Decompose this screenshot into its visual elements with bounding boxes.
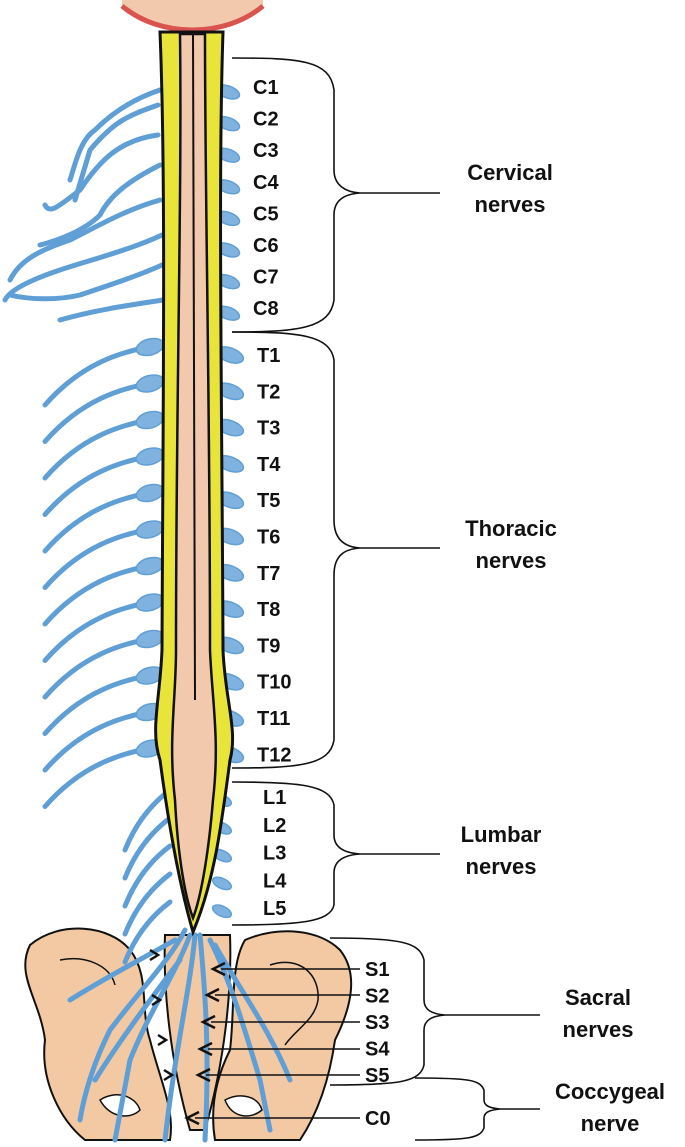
lumbar-segment-label: L4: [263, 870, 287, 892]
dorsal-root-ganglion: [135, 483, 165, 503]
sacral-arrows: [149, 948, 226, 1126]
coccygeal-group-label-line2: nerve: [581, 1111, 640, 1136]
thoracic-segment-label: T11: [257, 708, 290, 730]
cervical-nerve-branch: [7, 262, 165, 302]
lumbar-segment-label: L1: [263, 787, 286, 809]
sacral-foramen-arrow-left: [151, 993, 163, 1007]
cervical-nerve-branch: [42, 132, 161, 212]
lumbar-nerve-branch: [122, 871, 173, 937]
thoracic-group-label-line1: Thoracic: [465, 516, 557, 541]
lumbar-nerve-branch: [122, 843, 173, 909]
thoracic-segment-label: T12: [257, 744, 291, 766]
thoracic-segment-label: T2: [257, 381, 280, 403]
acetabulum-right: [224, 1095, 263, 1117]
sacral-nerve-branch: [77, 927, 188, 1123]
dorsal-root-ganglion: [135, 520, 165, 539]
thoracic-segment-label: T6: [257, 527, 280, 549]
left-spinal-nerve-branches: [2, 87, 173, 965]
cervical-nerve-branch: [7, 197, 163, 283]
sacral-foramen-arrow: [184, 1110, 200, 1126]
dorsal-root-ganglion: [135, 447, 165, 466]
thoracic-segment-label: T3: [257, 418, 280, 440]
sacral-brace: [329, 937, 540, 1086]
sacral-foramen-arrow: [204, 987, 220, 1003]
thoracic-segment-label: T5: [257, 490, 280, 512]
segment-labels: C1C2C3C4C5C6C7C8T1T2T3T4T5T6T7T8T9T10T11…: [253, 77, 391, 1130]
pelvis: [24, 927, 353, 1141]
cervical-group-label-line1: Cervical: [467, 160, 553, 185]
thoracic-segment-label: T9: [257, 635, 280, 657]
dorsal-root-ganglion: [135, 410, 165, 430]
cervical-segment-label: C7: [253, 267, 279, 289]
sacral-foramen-arrow-left: [157, 1033, 169, 1047]
cervical-nerve-branch: [37, 162, 163, 248]
left-iliac-bone: [24, 927, 172, 1141]
cervical-nerve-branch: [2, 232, 165, 303]
cervical-segment-label: C5: [253, 203, 279, 225]
thoracic-segment-label: T7: [257, 563, 280, 585]
left-iliac-inner-curve: [59, 958, 116, 986]
sacral-segment-label: S2: [365, 986, 389, 1008]
lumbar-nerve-stub: [211, 904, 233, 919]
sacral-foramen-arrow: [200, 1014, 216, 1030]
coccygeal-group-label-line1: Coccygeal: [555, 1079, 665, 1104]
thoracic-segment-label: T4: [257, 454, 281, 476]
thoracic-group-label-line2: nerves: [476, 548, 547, 573]
right-iliac-inner-curve: [269, 961, 319, 1046]
cervical-segment-label: C2: [253, 109, 279, 131]
brainstem-cap: [122, 0, 263, 30]
sacral-nerve-branch: [207, 937, 273, 1133]
coccygeal-brace: [414, 1077, 540, 1141]
cervical-group-label-line2: nerves: [475, 192, 546, 217]
sacral-segment-label: S4: [365, 1039, 390, 1061]
lumbar-segment-label: L5: [263, 898, 286, 920]
cervical-brace: [231, 57, 440, 333]
sacral-nerve-branch: [162, 932, 198, 1143]
thoracic-segment-label: T8: [257, 599, 280, 621]
lumbar-nerve-stub: [211, 876, 233, 891]
sacral-foramen-arrow-left: [163, 1068, 175, 1082]
lumbar-segment-label: L3: [263, 843, 286, 865]
sacral-foramen-arrow: [197, 1041, 213, 1057]
brainstem-edge: [120, 4, 265, 33]
cervical-nerve-branch: [67, 87, 163, 183]
cervical-segment-label: C3: [253, 140, 279, 162]
cervical-nerve-branch: [57, 297, 166, 323]
lumbar-nerve-branch: [122, 815, 173, 881]
lumbar-nerve-branch: [122, 899, 173, 965]
thoracic-brace: [231, 331, 440, 769]
coccygeal-segment-label: C0: [365, 1108, 391, 1130]
dorsal-root-ganglion: [135, 337, 165, 357]
sacral-nerve-branch: [92, 957, 183, 1083]
sacral-group-label-line1: Sacral: [565, 985, 631, 1010]
lumbar-segment-label: L2: [263, 815, 286, 837]
lumbar-group-label-line2: nerves: [466, 854, 537, 879]
thoracic-segment-label: T1: [257, 345, 280, 367]
thoracic-segment-label: T10: [257, 672, 291, 694]
sacral-nerve-branch: [67, 937, 178, 1003]
sacral-foramen-arrow: [195, 1067, 211, 1083]
cervical-segment-label: C8: [253, 298, 279, 320]
lumbar-group-label-line1: Lumbar: [461, 822, 542, 847]
sacral-leader-lines: [195, 968, 360, 1119]
cervical-segment-label: C4: [253, 172, 279, 194]
cervical-nerve-branch: [72, 102, 161, 203]
sacral-foramen-arrow: [210, 961, 226, 977]
sacral-segment-label: S3: [365, 1012, 389, 1034]
lumbar-brace: [231, 781, 440, 926]
sacral-group-label-line2: nerves: [563, 1017, 634, 1042]
sacral-foramen-arrow-left: [149, 948, 161, 962]
cervical-segment-label: C6: [253, 235, 279, 257]
cervical-segment-label: C1: [253, 77, 279, 99]
sacral-segment-label: S5: [365, 1065, 389, 1087]
central-line: [192, 33, 196, 701]
dorsal-root-ganglion: [135, 374, 165, 393]
sacral-segment-label: S1: [365, 959, 389, 981]
sacral-nerve-branch: [212, 942, 293, 1083]
